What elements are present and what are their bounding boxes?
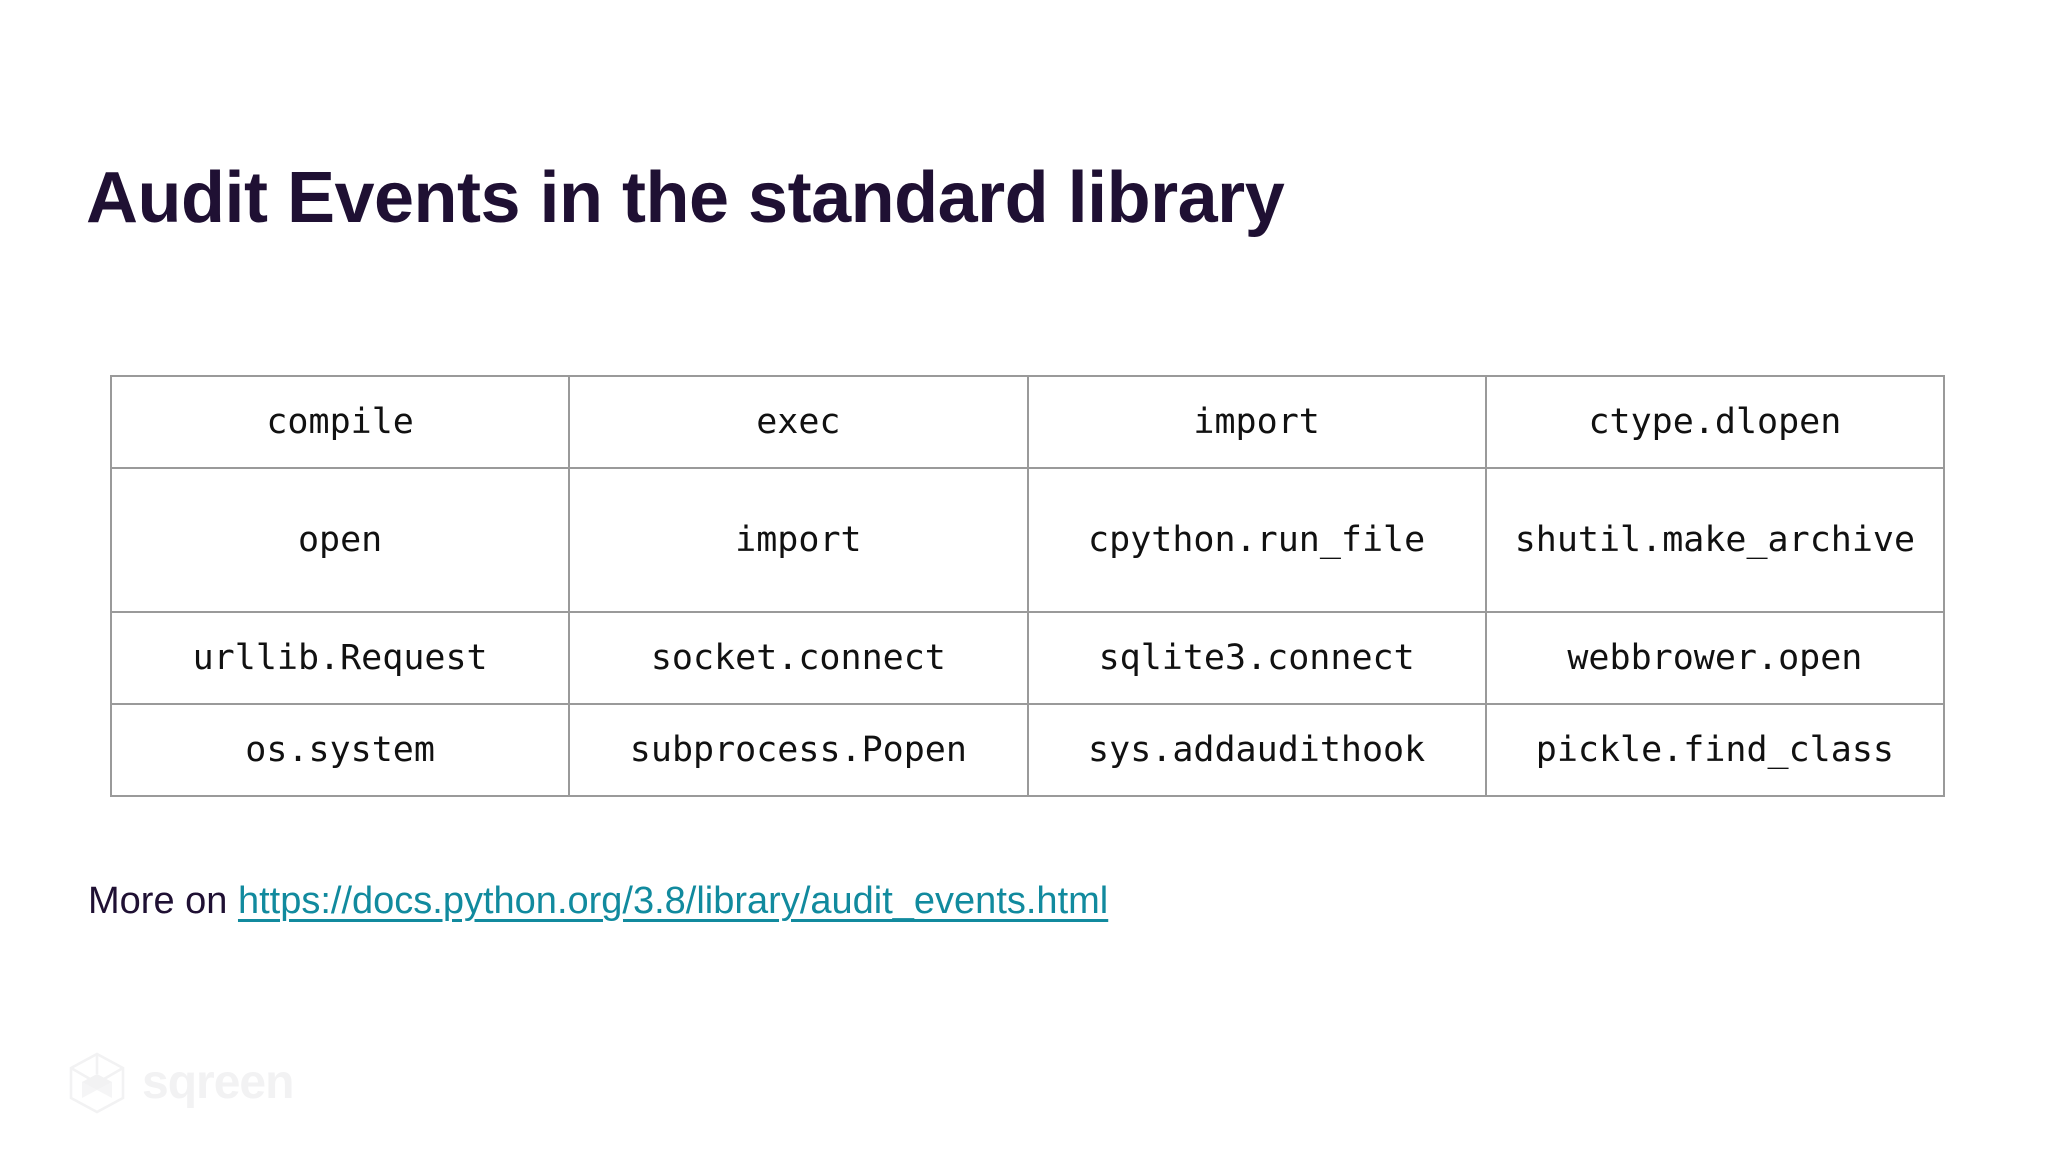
table-cell: exec bbox=[568, 375, 1029, 469]
table-row: compile exec import ctype.dlopen bbox=[109, 375, 1946, 469]
table-body: compile exec import ctype.dlopen open im… bbox=[109, 375, 1946, 797]
audit-events-table: compile exec import ctype.dlopen open im… bbox=[109, 375, 1946, 797]
table-cell: shutil.make_archive bbox=[1484, 467, 1946, 613]
sqreen-wordmark: sqreen bbox=[142, 1056, 294, 1109]
table-row: os.system subprocess.Popen sys.addaudith… bbox=[109, 703, 1946, 797]
more-info-line: More on https://docs.python.org/3.8/libr… bbox=[88, 880, 1108, 923]
table-cell: os.system bbox=[109, 703, 571, 797]
table-cell: ctype.dlopen bbox=[1484, 375, 1946, 469]
audit-events-docs-link[interactable]: https://docs.python.org/3.8/library/audi… bbox=[237, 880, 1109, 922]
more-label: More on bbox=[88, 880, 238, 922]
table-cell: import bbox=[1026, 375, 1487, 469]
sqreen-logo: sqreen bbox=[68, 1052, 294, 1114]
table-row: open import cpython.run_file shutil.make… bbox=[109, 467, 1946, 613]
table-cell: import bbox=[568, 467, 1029, 613]
table-cell: urllib.Request bbox=[109, 611, 571, 705]
table-row: urllib.Request socket.connect sqlite3.co… bbox=[109, 611, 1946, 705]
table-cell: sqlite3.connect bbox=[1026, 611, 1487, 705]
table-cell: subprocess.Popen bbox=[568, 703, 1029, 797]
table-cell: open bbox=[109, 467, 571, 613]
table-cell: compile bbox=[109, 375, 571, 469]
table-cell: pickle.find_class bbox=[1484, 703, 1946, 797]
table-cell: sys.addaudithook bbox=[1026, 703, 1487, 797]
table-cell: socket.connect bbox=[568, 611, 1029, 705]
table-cell: webbrower.open bbox=[1484, 611, 1946, 705]
table-cell: cpython.run_file bbox=[1026, 467, 1487, 613]
sqreen-cube-icon bbox=[68, 1052, 126, 1114]
page-title: Audit Events in the standard library bbox=[86, 158, 1285, 239]
